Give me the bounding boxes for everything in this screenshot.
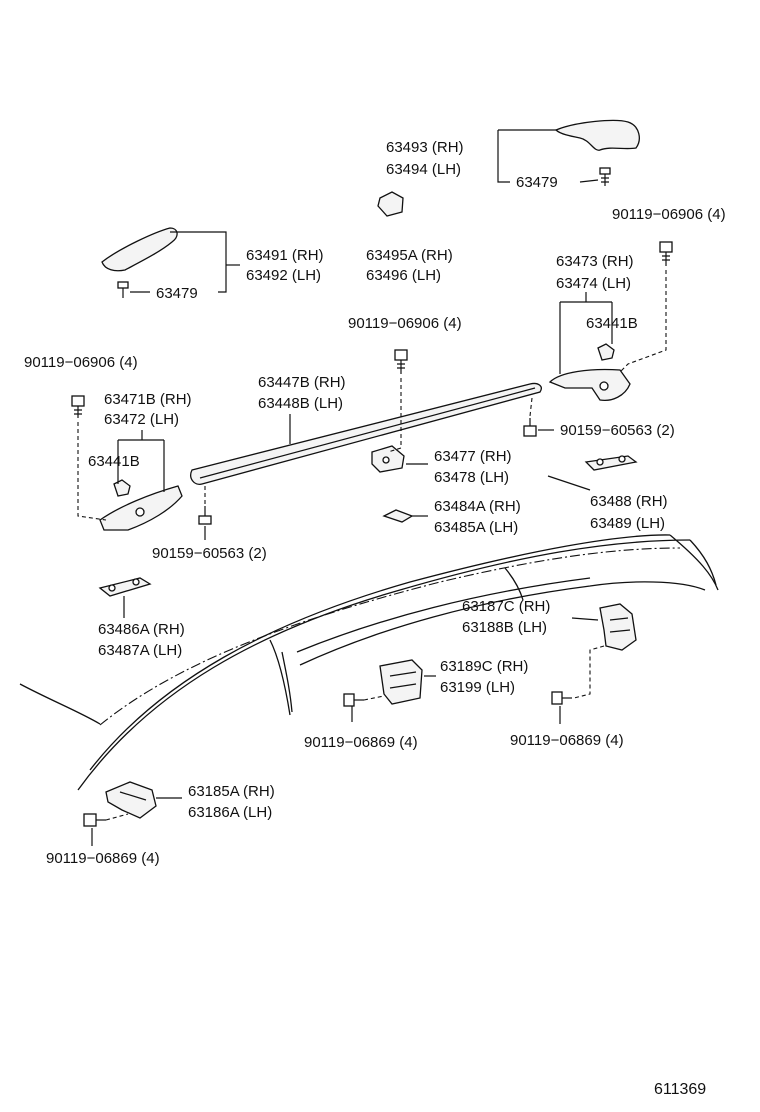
label-90119-06906-c: 90119−06906 (4): [24, 354, 138, 371]
label-63448b: 63448B (LH): [258, 395, 343, 412]
label-63484a: 63484A (RH): [434, 498, 521, 515]
label-90159-60563-b: 90159−60563 (2): [560, 422, 675, 439]
label-63493: 63493 (RH): [386, 139, 464, 156]
label-63447b: 63447B (RH): [258, 374, 346, 391]
label-63477: 63477 (RH): [434, 448, 512, 465]
label-90119-06869-c: 90119−06869 (4): [46, 850, 160, 867]
bolt-90119-06906-b-part: [659, 241, 673, 266]
label-63488: 63488 (RH): [590, 493, 668, 510]
bracket-63477-part: [371, 445, 405, 473]
label-90119-06869-a: 90119−06869 (4): [304, 734, 418, 751]
label-63185a: 63185A (RH): [188, 783, 275, 800]
bracket-63185a-part: [105, 781, 157, 819]
bracket-63187c-part: [599, 603, 637, 651]
label-63186a: 63186A (LH): [188, 804, 272, 821]
label-63494: 63494 (LH): [386, 161, 461, 178]
bracket-63473-part: [548, 368, 631, 402]
label-63486a: 63486A (RH): [98, 621, 185, 638]
label-90119-06869-b: 90119−06869 (4): [510, 732, 624, 749]
label-63474: 63474 (LH): [556, 275, 631, 292]
vehicle-roof-outline: [19, 534, 719, 791]
label-63492: 63492 (LH): [246, 267, 321, 284]
screw-63479-a-part: [599, 167, 611, 186]
screw-63479-b-part: [117, 281, 129, 298]
label-63479-b: 63479: [156, 285, 198, 302]
bolt-90119-06869-c-part: [83, 813, 106, 827]
label-63441b-b: 63441B: [88, 453, 140, 470]
end-cover-63493-part: [554, 119, 640, 151]
clip-63495a-part: [377, 191, 404, 217]
clip-63441b-a-part: [597, 343, 615, 361]
label-90159-60563-a: 90159−60563 (2): [152, 545, 267, 562]
label-63473: 63473 (RH): [556, 253, 634, 270]
label-63441b-a: 63441B: [586, 315, 638, 332]
label-63495a: 63495A (RH): [366, 247, 453, 264]
bracket-63471b-part: [99, 485, 183, 531]
bracket-63189c-part: [379, 659, 423, 705]
plate-63488-part: [584, 455, 638, 471]
label-63491: 63491 (RH): [246, 247, 324, 264]
label-63472: 63472 (LH): [104, 411, 179, 428]
bolt-90119-06869-b-part: [551, 691, 572, 705]
bolt-90119-06869-a-part: [343, 693, 364, 707]
label-63187c: 63187C (RH): [462, 598, 550, 615]
label-63188b: 63188B (LH): [462, 619, 547, 636]
bolt-90119-06906-a-part: [394, 349, 408, 374]
label-63189c: 63189C (RH): [440, 658, 528, 675]
clip-63484a-part: [382, 509, 414, 523]
roof-rail-63447b-part: [190, 382, 542, 485]
label-63496: 63496 (LH): [366, 267, 441, 284]
bolt-90119-06906-c-part: [71, 395, 85, 418]
label-63199: 63199 (LH): [440, 679, 515, 696]
label-90119-06906-a: 90119−06906 (4): [348, 315, 462, 332]
label-63478: 63478 (LH): [434, 469, 509, 486]
label-63485a: 63485A (LH): [434, 519, 518, 536]
leader-lines: [77, 129, 667, 846]
clip-63441b-b-part: [113, 479, 131, 497]
label-63487a: 63487A (LH): [98, 642, 182, 659]
label-63489: 63489 (LH): [590, 515, 665, 532]
bolt-90159-60563-a-part: [198, 506, 212, 525]
bolt-90159-60563-b-part: [523, 418, 537, 437]
plate-63486a-part: [98, 577, 152, 597]
label-63479-a: 63479: [516, 174, 558, 191]
figure-number: 611369: [654, 1081, 706, 1098]
label-90119-06906-b: 90119−06906 (4): [612, 206, 726, 223]
label-63471b: 63471B (RH): [104, 391, 192, 408]
part-labels: 63493 (RH) 63494 (LH) 63479 90119−06906 …: [24, 139, 726, 1098]
end-cover-63491-part: [101, 227, 178, 272]
